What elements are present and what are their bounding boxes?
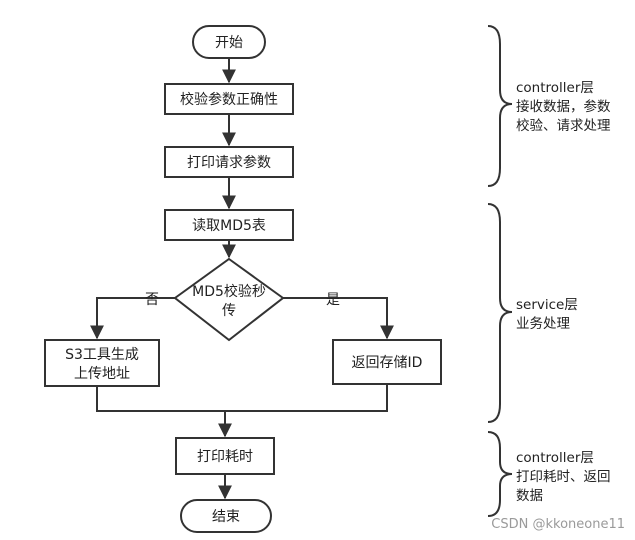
md5-check-label-line-2: 传 — [222, 303, 236, 319]
edge-label-yes: 是 — [326, 292, 340, 308]
controller-bottom-line-1: controller层 — [516, 450, 594, 466]
start-label: 开始 — [215, 35, 243, 51]
validate-params-label: 校验参数正确性 — [180, 91, 278, 108]
print-time-node: 打印耗时 — [175, 437, 275, 475]
s3-generate-label-line-1: S3工具生成 — [65, 347, 139, 363]
service-line-1: service层 — [516, 297, 578, 313]
service-brace — [487, 203, 513, 423]
controller-top-line-3: 校验、请求处理 — [516, 117, 611, 134]
print-params-label: 打印请求参数 — [187, 154, 271, 171]
s3-generate-label-line-2: 上传地址 — [74, 366, 130, 382]
edge-decision-yes-to-return-id — [283, 297, 394, 340]
return-id-node: 返回存储ID — [332, 339, 442, 385]
edge-merge-branches — [96, 384, 388, 412]
controller-bottom-brace — [487, 431, 513, 517]
md5-check-label-line-1: MD5校验秒 — [192, 283, 266, 300]
read-md5-label: 读取MD5表 — [192, 217, 266, 234]
start-node: 开始 — [192, 25, 266, 59]
service-line-2: 业务处理 — [516, 316, 570, 332]
watermark: CSDN @kkoneone11 — [491, 517, 625, 532]
return-id-label: 返回存储ID — [352, 355, 423, 371]
service-layer-note: service层 业务处理 — [516, 297, 578, 332]
controller-bottom-line-3: 数据 — [516, 488, 543, 504]
s3-generate-node: S3工具生成 上传地址 — [44, 339, 160, 387]
controller-top-brace — [487, 25, 513, 187]
md5-check-decision: MD5校验秒 传 — [173, 257, 285, 342]
controller-top-line-2: 接收数据，参数 — [516, 98, 611, 115]
controller-bottom-line-2: 打印耗时、返回 — [516, 468, 611, 485]
validate-params-node: 校验参数正确性 — [164, 83, 294, 115]
print-params-node: 打印请求参数 — [164, 146, 294, 178]
controller-top-line-1: controller层 — [516, 80, 594, 96]
edge-decision-no-to-s3 — [90, 297, 175, 340]
edge-label-no: 否 — [145, 292, 159, 308]
end-node: 结束 — [180, 499, 272, 533]
read-md5-node: 读取MD5表 — [164, 209, 294, 241]
end-label: 结束 — [212, 509, 240, 525]
controller-bottom-layer-note: controller层 打印耗时、返回 数据 — [516, 450, 611, 504]
controller-top-layer-note: controller层 接收数据，参数 校验、请求处理 — [516, 80, 611, 134]
print-time-label: 打印耗时 — [197, 448, 253, 465]
